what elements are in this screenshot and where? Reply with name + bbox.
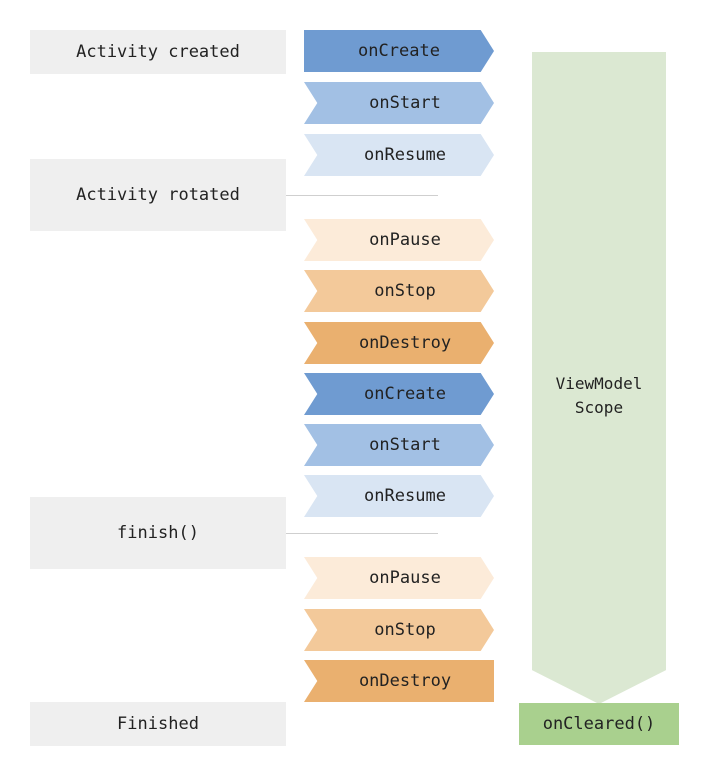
lifecycle-step-oncreate-2: onCreate	[304, 373, 494, 415]
scope-label-line1: ViewModel	[555, 374, 643, 393]
finish-divider	[286, 533, 438, 534]
lifecycle-step-label: onDestroy	[358, 333, 452, 353]
viewmodel-scope-label: ViewModel Scope	[532, 372, 666, 420]
lifecycle-step-label: onPause	[369, 230, 441, 250]
lifecycle-step-label: onResume	[364, 486, 446, 506]
oncleared-box: onCleared()	[519, 703, 679, 745]
lifecycle-step-label: onStop	[374, 620, 436, 640]
scope-label-line2: Scope	[574, 398, 624, 417]
lifecycle-step-onstart: onStart	[304, 82, 494, 124]
lifecycle-step-onresume: onResume	[304, 134, 494, 176]
event-label: Activity created	[76, 42, 240, 62]
rotation-divider	[286, 195, 438, 196]
lifecycle-step-ondestroy-2: onDestroy	[304, 660, 494, 702]
lifecycle-step-label: onPause	[369, 568, 441, 588]
lifecycle-step-onresume-2: onResume	[304, 475, 494, 517]
lifecycle-step-label: onDestroy	[358, 671, 452, 691]
lifecycle-step-label: onStart	[369, 93, 441, 113]
lifecycle-step-onstop: onStop	[304, 270, 494, 312]
lifecycle-step-onstart-2: onStart	[304, 424, 494, 466]
event-activity-created: Activity created	[30, 30, 286, 74]
event-activity-rotated: Activity rotated	[30, 159, 286, 231]
lifecycle-step-label: onResume	[364, 145, 446, 165]
event-label: Finished	[117, 714, 199, 734]
lifecycle-step-onpause-2: onPause	[304, 557, 494, 599]
event-label: Activity rotated	[76, 185, 240, 205]
lifecycle-step-label: onCreate	[364, 384, 446, 404]
lifecycle-step-label: onCreate	[358, 41, 440, 61]
lifecycle-step-ondestroy: onDestroy	[304, 322, 494, 364]
viewmodel-scope-arrow	[532, 52, 666, 704]
lifecycle-step-onstop-2: onStop	[304, 609, 494, 651]
lifecycle-step-onpause: onPause	[304, 219, 494, 261]
lifecycle-step-oncreate: onCreate	[304, 30, 494, 72]
lifecycle-step-label: onStop	[374, 281, 436, 301]
event-finished: Finished	[30, 702, 286, 746]
oncleared-label: onCleared()	[542, 714, 656, 734]
lifecycle-step-label: onStart	[369, 435, 441, 455]
event-label: finish()	[117, 523, 199, 543]
event-finish: finish()	[30, 497, 286, 569]
